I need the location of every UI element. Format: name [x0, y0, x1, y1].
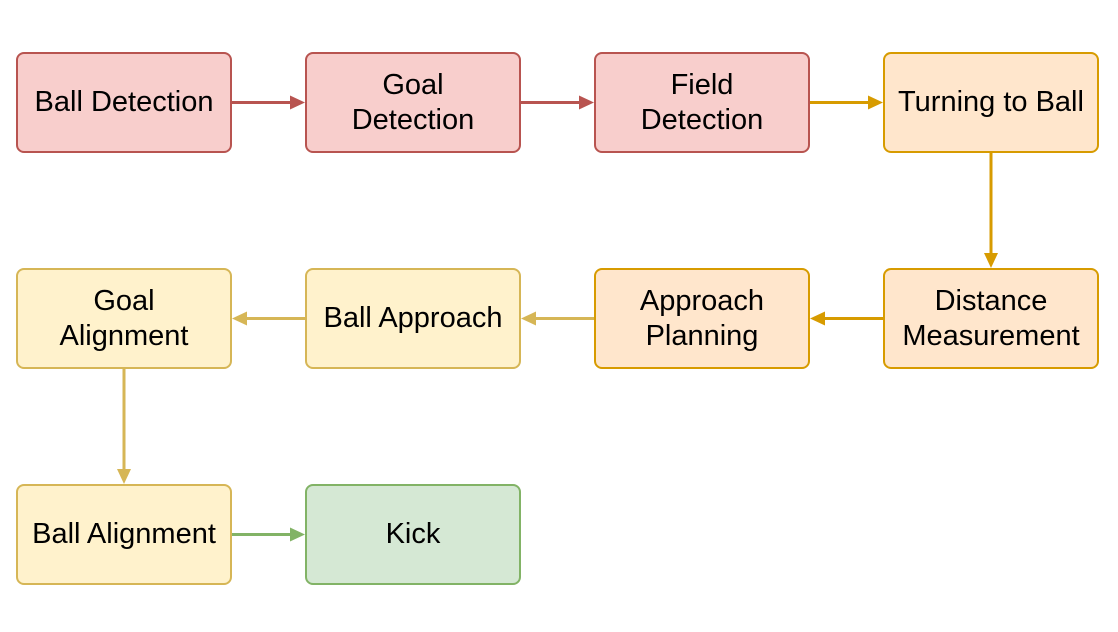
node-field-detection: Field Detection: [594, 52, 810, 153]
node-distance-measurement-label: Distance Measurement: [902, 284, 1080, 352]
edge-ball-alignment-kick-arrowhead: [290, 527, 305, 542]
node-turning-to-ball: Turning to Ball: [883, 52, 1099, 153]
node-goal-alignment: Goal Alignment: [16, 268, 232, 369]
node-kick-label: Kick: [385, 518, 441, 551]
node-goal-alignment-label: Goal Alignment: [59, 284, 189, 352]
node-kick: Kick: [305, 484, 521, 585]
node-ball-detection-label: Ball Detection: [34, 86, 214, 119]
edge-distance-measurement-approach-planning-arrowhead: [810, 311, 825, 326]
edge-ball-detection-goal-detection-arrowhead: [290, 95, 305, 110]
edge-field-detection-turning-to-ball-arrowhead: [868, 95, 883, 110]
edge-turning-to-ball-distance-measurement-arrowhead: [984, 253, 998, 268]
node-goal-detection-label: Goal Detection: [351, 68, 475, 136]
edge-ball-approach-goal-alignment-arrowhead: [232, 311, 247, 326]
node-ball-alignment: Ball Alignment: [16, 484, 232, 585]
node-ball-alignment-label: Ball Alignment: [32, 518, 216, 551]
node-goal-detection: Goal Detection: [305, 52, 521, 153]
node-approach-planning: Approach Planning: [594, 268, 810, 369]
node-ball-detection: Ball Detection: [16, 52, 232, 153]
node-field-detection-label: Field Detection: [640, 68, 764, 136]
edge-goal-alignment-ball-alignment-arrowhead: [117, 469, 131, 484]
node-approach-planning-label: Approach Planning: [639, 284, 765, 352]
node-ball-approach: Ball Approach: [305, 268, 521, 369]
node-distance-measurement: Distance Measurement: [883, 268, 1099, 369]
node-ball-approach-label: Ball Approach: [323, 302, 503, 335]
edge-approach-planning-ball-approach-arrowhead: [521, 311, 536, 326]
edge-goal-detection-field-detection-arrowhead: [579, 95, 594, 110]
node-turning-to-ball-label: Turning to Ball: [898, 86, 1084, 119]
